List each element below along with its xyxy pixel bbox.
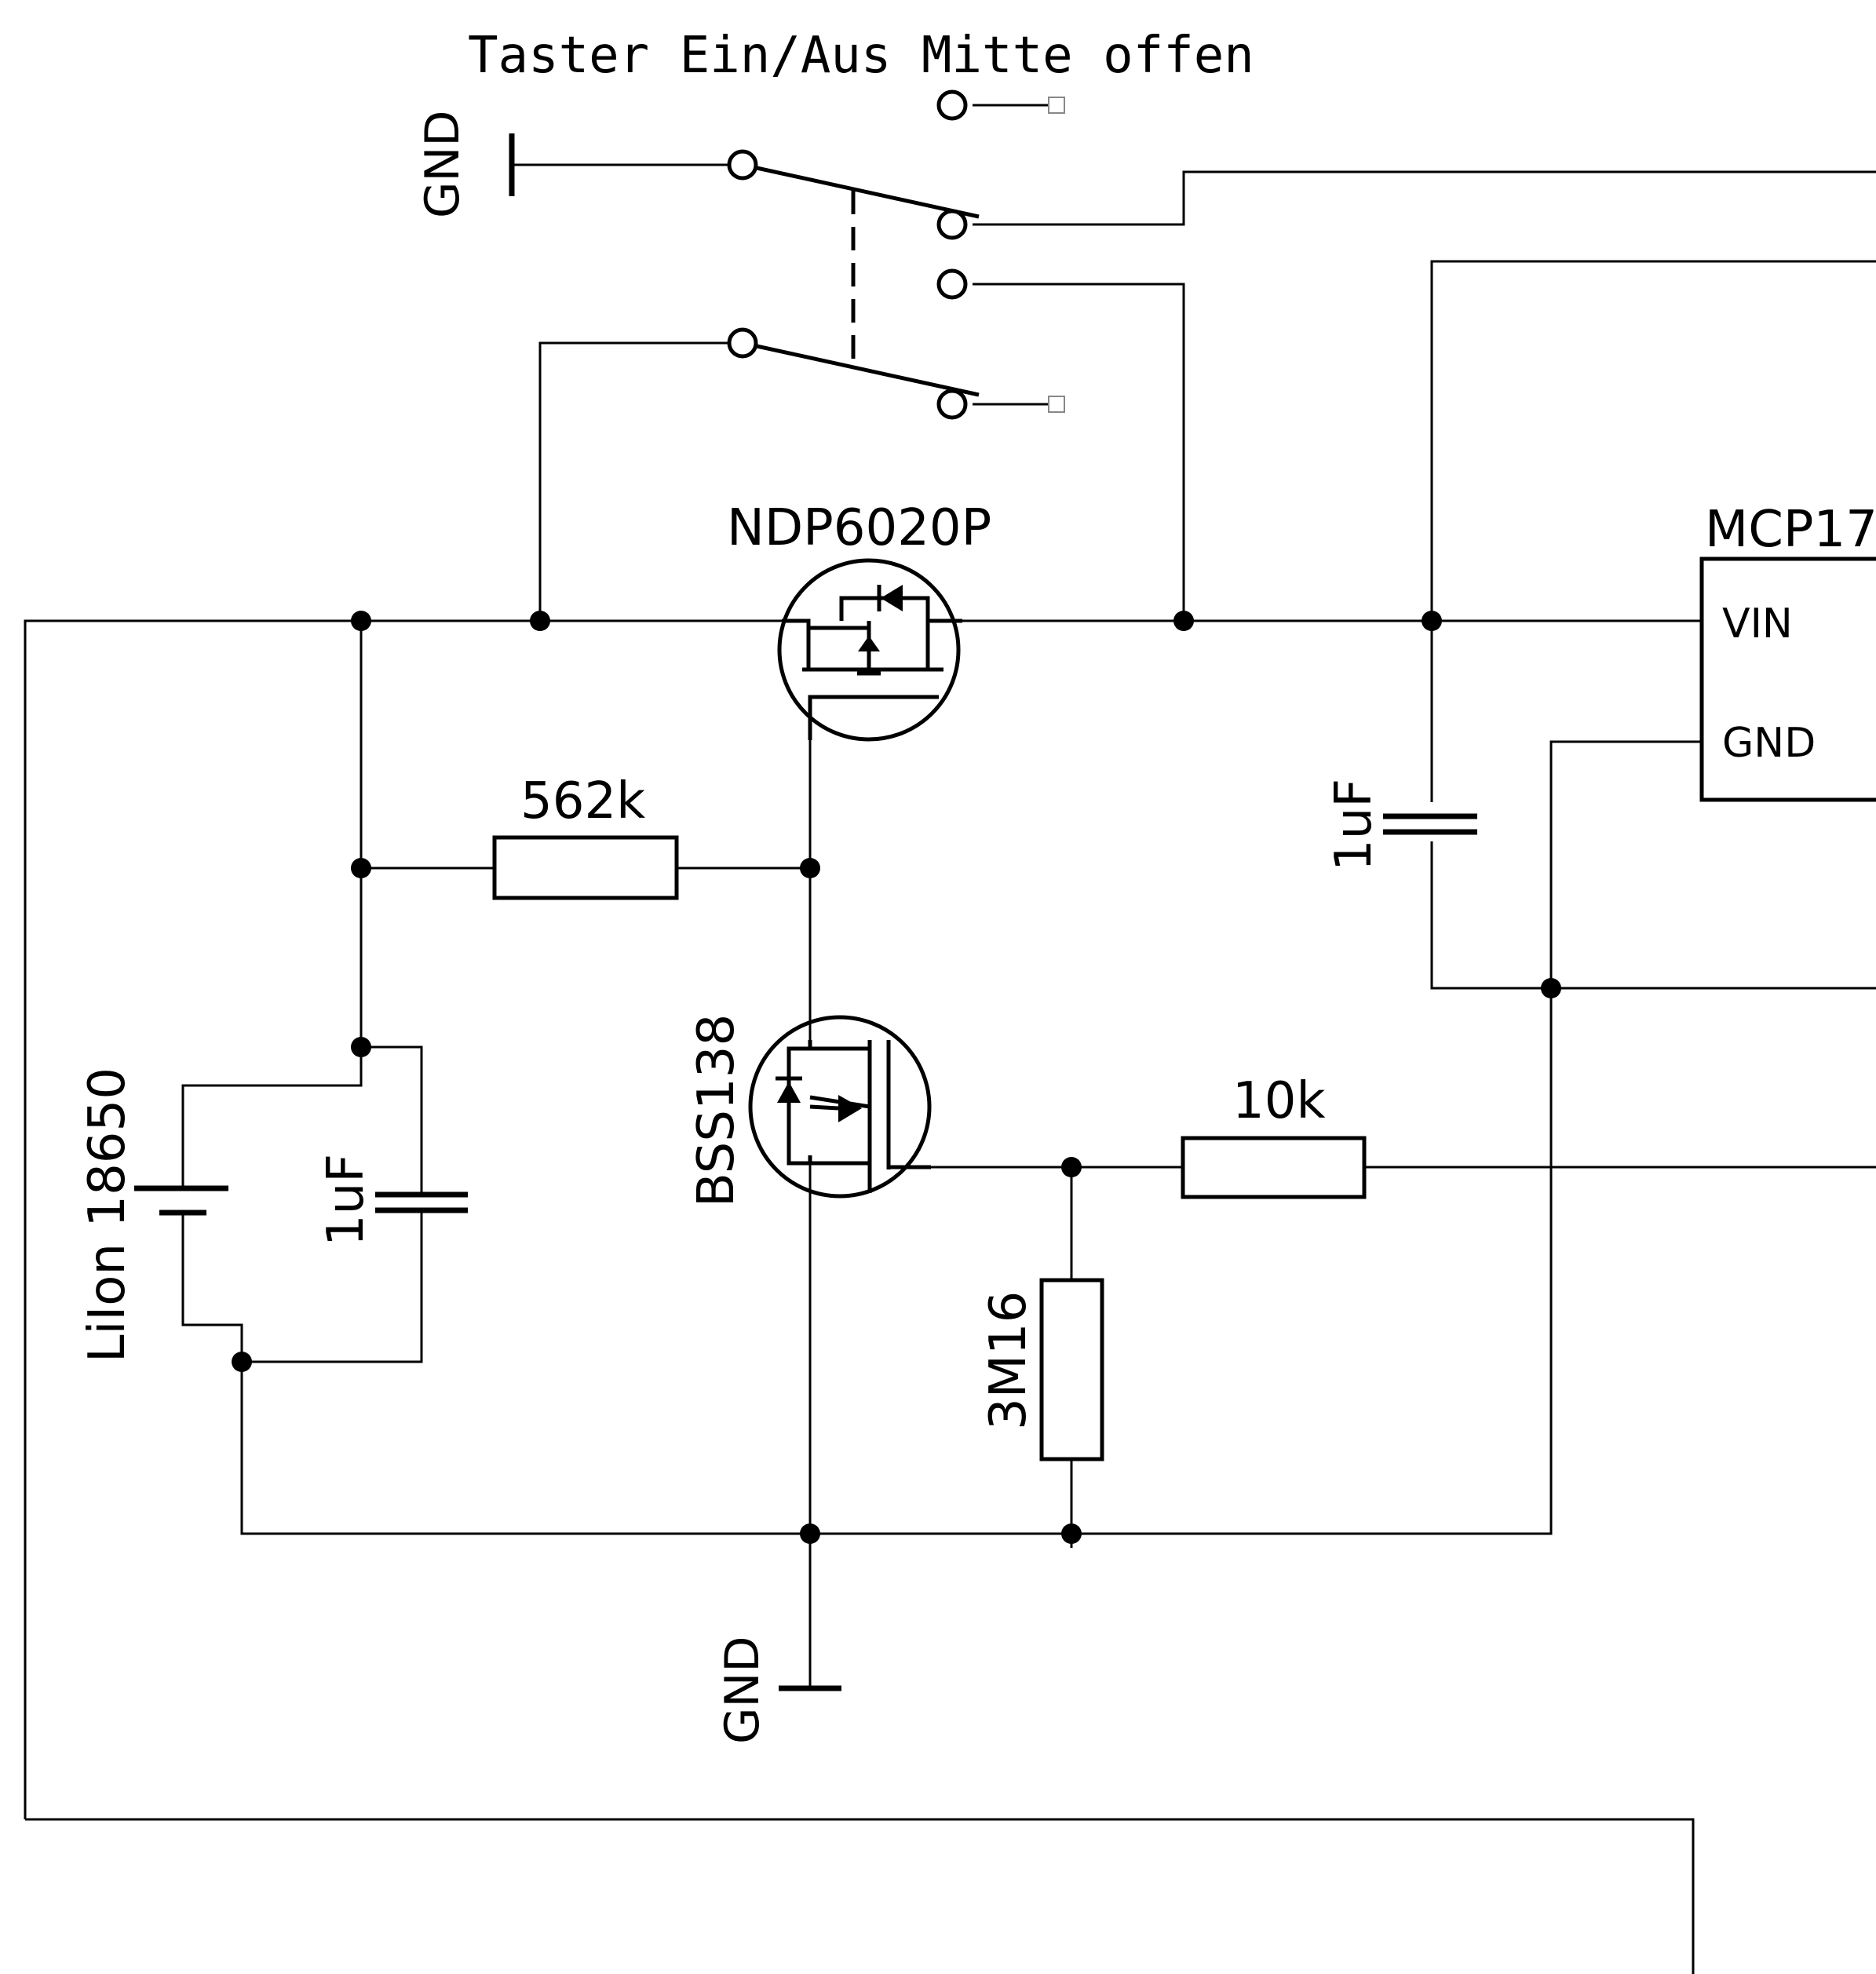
- regulator-label: MCP17: [1705, 501, 1876, 559]
- gnd-label-bottom: GND: [715, 1636, 770, 1744]
- r-3m16-label: 3M16: [980, 1291, 1038, 1430]
- wires: [24, 104, 1876, 1974]
- regulator-mcp17: MCP17 VIN GND: [1699, 501, 1876, 802]
- pin-gnd-label: GND: [1722, 720, 1816, 767]
- resistor-3m16: 3M16: [980, 1278, 1104, 1461]
- mosfet-ndp6020p: NDP6020P: [727, 499, 991, 742]
- junctions: [232, 611, 1561, 1544]
- ndp6020p-label: NDP6020P: [727, 499, 991, 557]
- r-10k-label: 10k: [1232, 1072, 1326, 1130]
- gnd-label-switch: GND: [415, 110, 470, 218]
- battery-liion-18650: LiIon 18650: [78, 1067, 228, 1363]
- resistor-562k: 562k: [492, 772, 679, 900]
- c-input-label: 1uF: [1325, 779, 1383, 871]
- gnd-symbol-bottom: GND: [715, 1636, 770, 1744]
- r-562k-label: 562k: [520, 772, 645, 830]
- switch-title: Taster Ein/Aus Mitte offen: [468, 27, 1254, 85]
- capacitor-battery: 1uF: [317, 1154, 468, 1246]
- double-pole-switch[interactable]: [727, 89, 1065, 420]
- gnd-symbol-switch: GND: [415, 110, 515, 218]
- pin-vin-label: VIN: [1722, 600, 1793, 648]
- bss138-label: BSS138: [688, 1014, 746, 1207]
- mosfet-bss138: BSS138: [688, 1014, 932, 1207]
- c-battery-label: 1uF: [317, 1154, 375, 1246]
- resistor-10k: 10k: [1181, 1072, 1367, 1199]
- battery-label: LiIon 18650: [78, 1067, 137, 1363]
- capacitor-input: 1uF: [1325, 779, 1477, 871]
